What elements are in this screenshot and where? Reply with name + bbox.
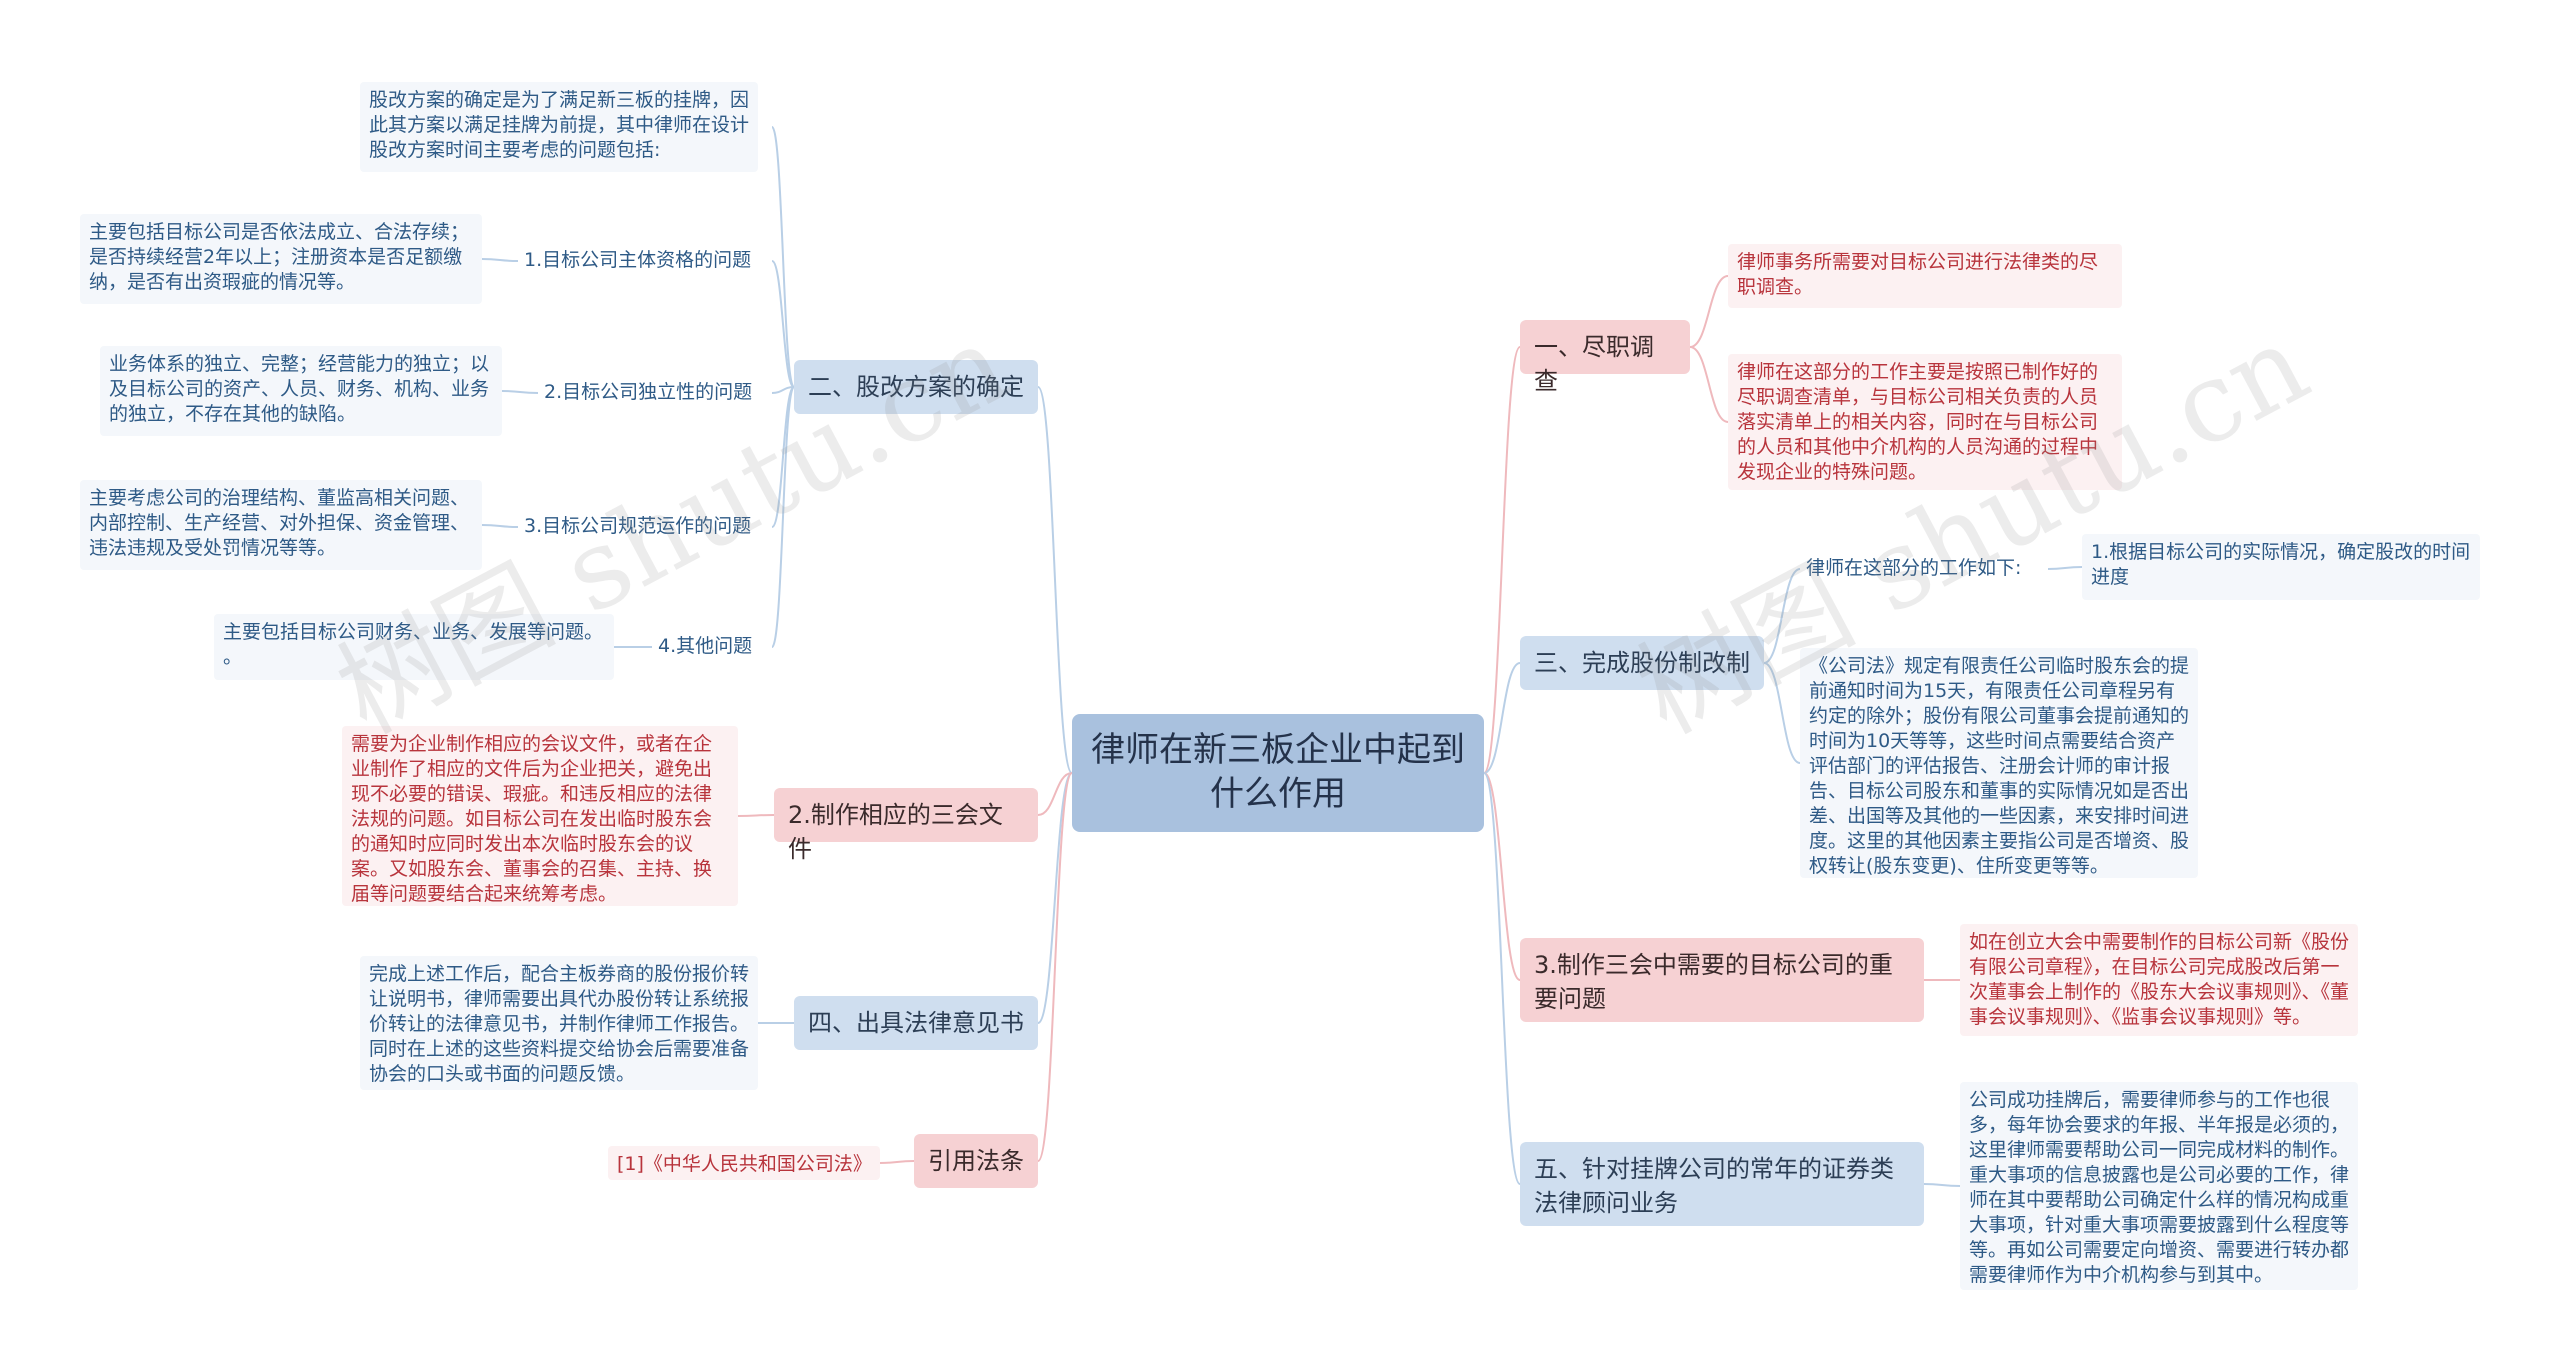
link-root-yinyong [1037, 772, 1073, 1162]
guwen-detail: 公司成功挂牌后，需要律师参与的工作也很多，每年协会要求的年报、半年报是必须的，这… [1960, 1082, 2358, 1290]
link-jindiao-1 [1689, 275, 1729, 348]
link-guqi-intro [771, 126, 795, 388]
link-gaizhi-sub-detail [2047, 566, 2083, 570]
gaizhi-detail: 《公司法》规定有限责任公司临时股东会的提前通知时间为15天，有限责任公司章程另有… [1800, 648, 2198, 878]
link-gaizhi-detail [1763, 662, 1801, 764]
gaizhi-sub-detail: 1.根据目标公司的实际情况，确定股改的时间进度 [2082, 534, 2480, 600]
link-guwen-detail [1923, 1183, 1961, 1187]
topic-gaizhi[interactable]: 三、完成股份制改制 [1520, 636, 1764, 690]
root-topic[interactable]: 律师在新三板企业中起到什么作用 [1072, 714, 1484, 832]
link-root-jindiao [1483, 346, 1521, 774]
guqi-item-2-detail: 业务体系的独立、完整；经营能力的独立；以及目标公司的资产、人员、财务、机构、业务… [100, 346, 502, 436]
guqi-item-3-detail: 主要考虑公司的治理结构、董监高相关问题、内部控制、生产经营、对外担保、资金管理、… [80, 480, 482, 570]
guqi-item-1-detail: 主要包括目标公司是否依法成立、合法存续；是否持续经营2年以上；注册资本是否足额缴… [80, 214, 482, 304]
link-gaizhi-sub [1763, 568, 1801, 664]
link-root-gaizhi [1483, 662, 1521, 774]
topic-jindiao[interactable]: 一、尽职调查 [1520, 320, 1690, 395]
jindiao-item-2: 律师在这部分的工作主要是按照已制作好的尽职调查清单，与目标公司相关负责的人员落实… [1728, 354, 2122, 490]
link-root-zhongyao [1483, 772, 1521, 981]
topic-sanhui[interactable]: 2.制作相应的三会文件 [774, 788, 1038, 863]
guqi-intro: 股改方案的确定是为了满足新三板的挂牌，因此其方案以满足挂牌为前提，其中律师在设计… [360, 82, 758, 172]
link-root-yijian [1037, 772, 1073, 1024]
link-sanhui-detail [737, 814, 775, 817]
link-guqi-4 [771, 386, 795, 648]
link-root-sanhui [1037, 772, 1073, 816]
link-guqi-2-detail [501, 390, 539, 394]
guqi-item-4-detail: 主要包括目标公司财务、业务、发展等问题。 。 [214, 614, 614, 680]
link-yinyong-detail [879, 1160, 915, 1164]
topic-yinyong[interactable]: 引用法条 [914, 1134, 1038, 1188]
yijian-detail: 完成上述工作后，配合主板券商的股份报价转让说明书，律师需要出具代办股份转让系统报… [360, 956, 758, 1090]
sanhui-detail: 需要为企业制作相应的会议文件，或者在企业制作了相应的文件后为企业把关，避免出现不… [342, 726, 738, 906]
link-root-guqi [1037, 386, 1073, 774]
topic-zhongyao[interactable]: 3.制作三会中需要的目标公司的重要问题 [1520, 938, 1924, 1022]
guqi-item-3[interactable]: 3.目标公司规范运作的问题 [524, 515, 752, 537]
topic-guqi[interactable]: 二、股改方案的确定 [794, 360, 1038, 414]
link-guqi-1 [771, 260, 795, 388]
link-guqi-3-detail [481, 524, 519, 528]
gaizhi-sub[interactable]: 律师在这部分的工作如下: [1806, 557, 2022, 579]
topic-guwen[interactable]: 五、针对挂牌公司的常年的证券类法律顾问业务 [1520, 1142, 1924, 1226]
guqi-item-4[interactable]: 4.其他问题 [658, 635, 753, 657]
guqi-item-1[interactable]: 1.目标公司主体资格的问题 [524, 249, 752, 271]
zhongyao-detail: 如在创立大会中需要制作的目标公司新《股份有限公司章程》，在目标公司完成股改后第一… [1960, 924, 2358, 1036]
topic-yijian[interactable]: 四、出具法律意见书 [794, 996, 1038, 1050]
link-jindiao-2 [1689, 346, 1729, 423]
link-root-guwen [1483, 772, 1521, 1185]
link-guqi-2 [771, 386, 795, 394]
guqi-item-2[interactable]: 2.目标公司独立性的问题 [544, 381, 753, 403]
jindiao-item-1: 律师事务所需要对目标公司进行法律类的尽职调查。 [1728, 244, 2122, 308]
yinyong-detail: [1]《中华人民共和国公司法》 [608, 1146, 880, 1180]
link-guqi-1-detail [481, 258, 519, 262]
